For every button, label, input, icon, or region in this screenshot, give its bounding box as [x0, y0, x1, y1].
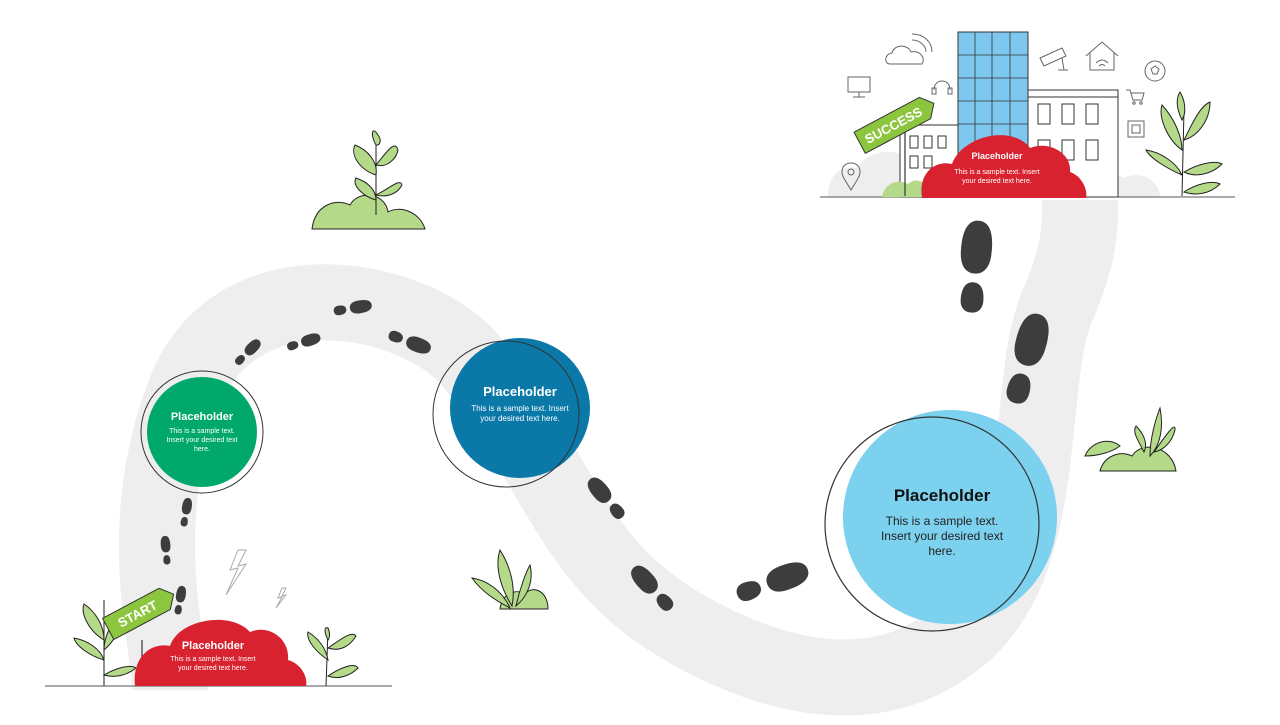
start-node-title: Placeholder	[181, 640, 245, 652]
start-sign: START	[101, 587, 175, 685]
location-pin-icon	[841, 162, 861, 191]
chip-icon	[1127, 120, 1145, 138]
step2-node-title: Placeholder	[483, 384, 557, 399]
shopping-cart-icon	[1126, 89, 1145, 105]
plant-success-right	[1145, 91, 1223, 197]
lightning-icon	[225, 549, 248, 596]
smart-home-icon	[1085, 41, 1119, 71]
plant-bottom-left-b	[307, 627, 359, 687]
wifi-arc-icon	[911, 33, 933, 53]
step3-node-body: This is a sample text. Insert your desir…	[880, 514, 1004, 558]
plant-bottom-left-a	[73, 600, 137, 686]
step1-circle	[140, 370, 264, 494]
start-node-body: This is a sample text. Insert your desir…	[170, 656, 256, 672]
monitor-icon	[847, 76, 871, 98]
plant-top-left	[311, 130, 426, 230]
success-bush	[921, 135, 1087, 198]
plant-middle	[470, 548, 549, 610]
success-node-title: Placeholder	[971, 151, 1023, 161]
lightning-icon	[275, 587, 288, 609]
step2-node-body: This is a sample text. Insert your desir…	[471, 404, 569, 423]
footprint	[955, 219, 995, 314]
footprint	[733, 557, 812, 607]
success-node-body: This is a sample text. Insert your desir…	[954, 169, 1040, 185]
cloud-icon	[885, 45, 924, 65]
step3-circle	[824, 410, 1057, 632]
step1-node-body: This is a sample text. Insert your desir…	[166, 428, 238, 453]
plant-right	[1084, 406, 1177, 472]
step3-node-title: Placeholder	[893, 486, 991, 505]
cctv-camera-icon	[1039, 47, 1068, 71]
step2-circle	[432, 338, 590, 488]
success-scene: SUCCESS	[820, 31, 1235, 198]
headphones-icon	[931, 80, 953, 95]
start-bush	[134, 619, 307, 686]
soccer-ball-icon	[1144, 60, 1166, 82]
step1-node-title: Placeholder	[170, 411, 234, 423]
